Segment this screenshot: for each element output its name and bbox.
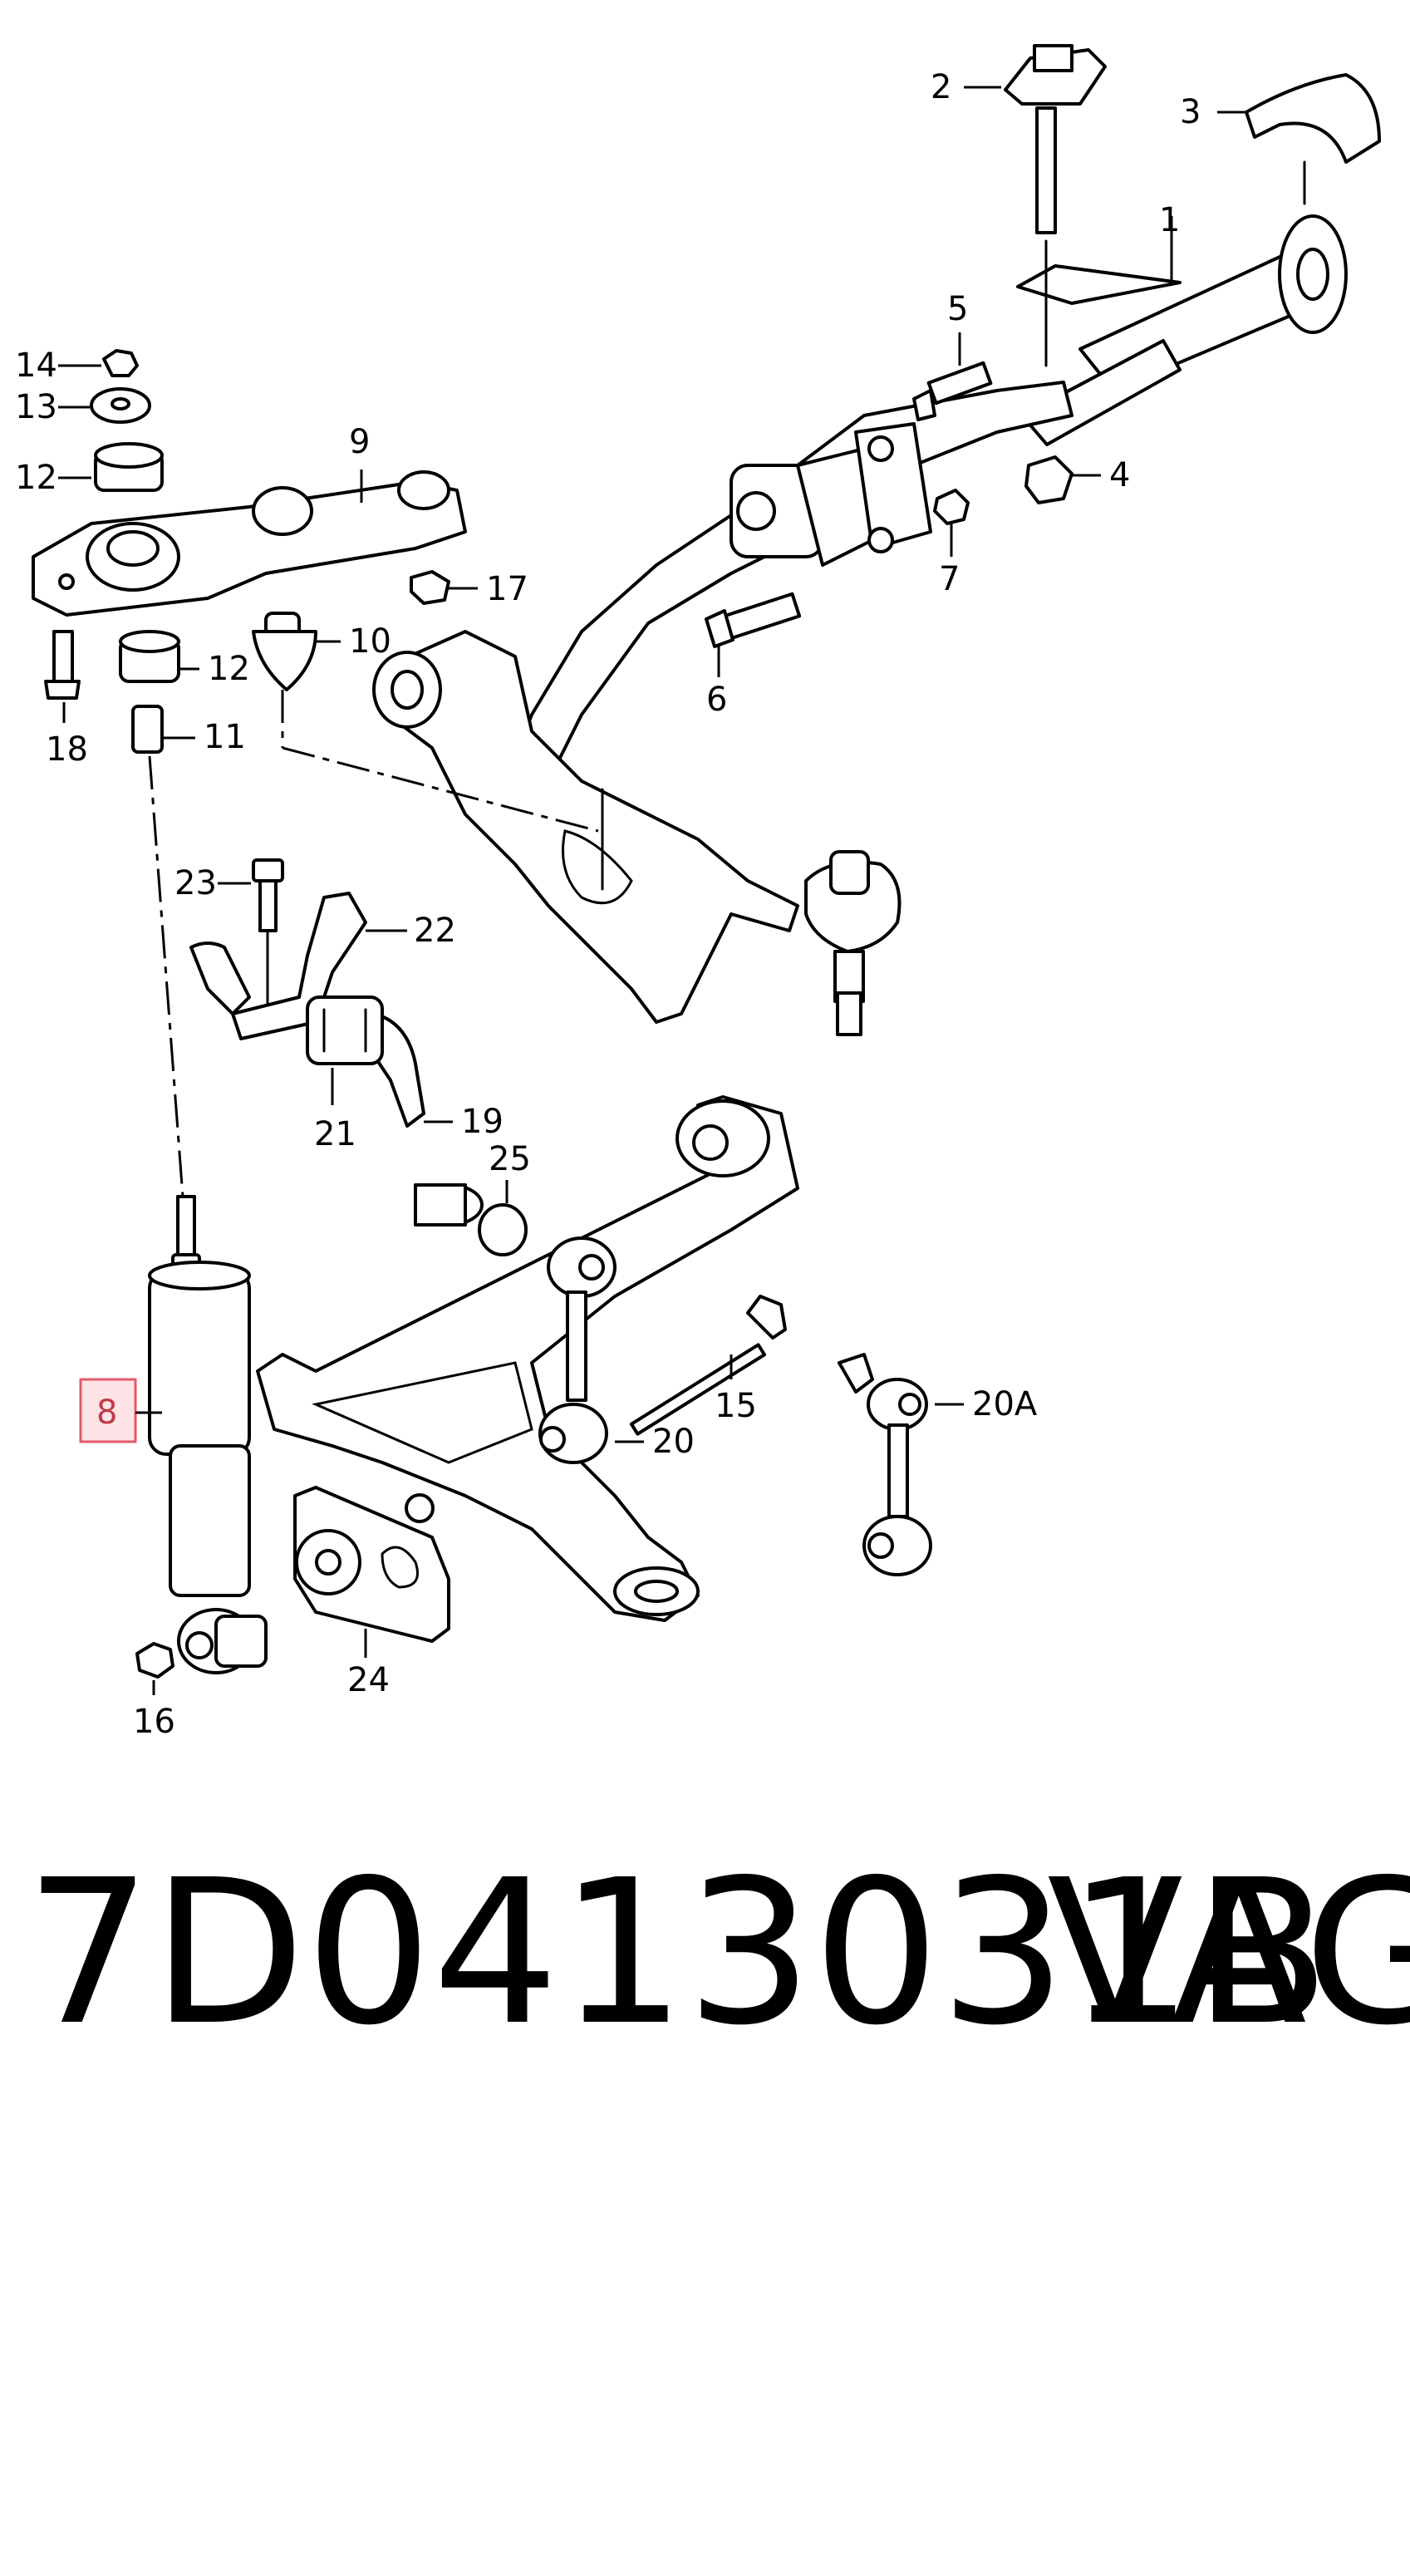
label-4: 4 [1109, 456, 1130, 494]
bolt-15-part [629, 1295, 787, 1436]
label-7: 7 [939, 560, 960, 598]
bolt-18-part [44, 630, 81, 700]
footer-part-info: 7D0413031B VAG [25, 1828, 1410, 2077]
sleeve-25-part [414, 1183, 528, 1256]
highlight-box-8 [79, 1378, 137, 1443]
coupling-rod-20a-part [838, 1353, 932, 1576]
label-18: 18 [46, 730, 88, 769]
label-6: 6 [706, 681, 727, 719]
part-number: 7D0413031B [25, 1836, 1331, 2069]
label-15: 15 [715, 1387, 757, 1425]
nut-4-part [1024, 455, 1073, 504]
label-12-upper: 12 [15, 459, 57, 497]
bushing-21-part [306, 995, 384, 1065]
spacer-sleeve-11-part [131, 705, 164, 754]
brand-name: VAG [1047, 1836, 1410, 2069]
label-3: 3 [1180, 93, 1201, 131]
bushing-3-part [1245, 73, 1381, 205]
label-1: 1 [1159, 201, 1180, 239]
bracket-22-part [231, 892, 367, 1040]
nut-16-part [135, 1642, 174, 1679]
nut-7-part [933, 489, 970, 525]
label-23: 23 [174, 864, 217, 902]
mount-plate-9-part [32, 470, 467, 617]
stabilizer-bar-section-part [189, 941, 425, 1128]
label-21: 21 [314, 1115, 356, 1153]
rubber-bushing-12-upper-part [94, 442, 164, 492]
label-2: 2 [931, 68, 951, 106]
bolt-5-part [912, 361, 993, 421]
label-24: 24 [347, 1661, 390, 1699]
label-22: 22 [414, 912, 456, 950]
label-11: 11 [204, 718, 246, 756]
nut-14-part [102, 349, 139, 377]
rubber-bushing-12-lower-part [119, 630, 180, 683]
label-20a: 20A [972, 1385, 1038, 1423]
label-5: 5 [947, 290, 968, 328]
label-14: 14 [15, 347, 57, 385]
upper-control-arm-part [372, 630, 799, 1024]
coupling-rod-20-part [538, 1236, 617, 1464]
label-12-lower: 12 [208, 650, 250, 688]
bracket-24-part [293, 1486, 450, 1643]
suspension-exploded-diagram: 1 2 3 4 5 6 7 8 9 10 11 12 12 13 14 15 [15, 44, 1381, 1741]
label-13: 13 [15, 388, 57, 426]
label-16: 16 [133, 1703, 175, 1741]
bolt-6-part [705, 592, 802, 648]
label-9: 9 [349, 423, 370, 461]
washer-13-part [90, 387, 151, 424]
label-25: 25 [489, 1140, 531, 1178]
label-20: 20 [652, 1423, 695, 1461]
label-10: 10 [349, 622, 391, 661]
ball-joint-part [804, 850, 902, 1036]
label-17: 17 [486, 570, 528, 608]
bolt-2-part [1004, 44, 1107, 367]
callout-labels: 1 2 3 4 5 6 7 8 9 10 11 12 12 13 14 15 [15, 68, 1246, 1741]
bolt-23-part [252, 858, 284, 1024]
bolt-17-part [410, 570, 450, 605]
label-19: 19 [461, 1103, 504, 1141]
label-8: 8 [96, 1394, 117, 1432]
bump-stop-10-part [252, 612, 317, 691]
shock-absorber-part [148, 1195, 268, 1674]
subframe-part [497, 381, 1073, 833]
